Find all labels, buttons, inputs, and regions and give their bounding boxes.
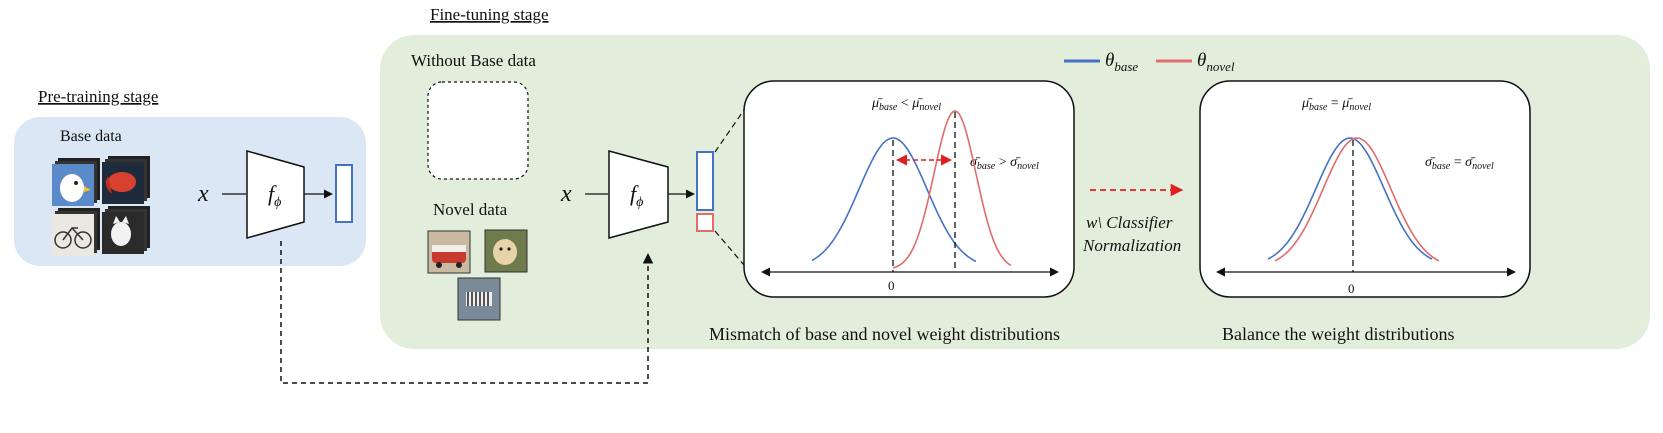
normalization-label-line1: w\ Classifier <box>1086 213 1173 232</box>
mismatch-std-relation: σ̄base > σ̄novel <box>970 155 1039 172</box>
balanced-caption: Balance the weight distributions <box>1222 324 1454 344</box>
novel-image-zebra <box>457 277 501 321</box>
mismatch-zero-label: 0 <box>888 278 895 293</box>
legend-novel-label: θnovel <box>1197 50 1235 74</box>
zoom-line-top <box>714 109 745 153</box>
legend: θbase θnovel <box>1064 50 1235 74</box>
encoder-label-finetune: fϕ <box>630 181 643 210</box>
without-base-data-label: Without Base data <box>411 51 536 70</box>
encoder-pretrain <box>246 150 305 239</box>
mismatch-base-curve <box>811 137 977 263</box>
balanced-panel <box>1199 80 1531 298</box>
normalization-label-line2: Normalization <box>1082 236 1181 255</box>
weight-transfer-arrow <box>280 241 654 384</box>
balanced-zero-label: 0 <box>1348 281 1355 296</box>
balanced-base-curve <box>1267 137 1433 260</box>
base-image-cat <box>102 206 150 254</box>
balanced-std-relation: σ̄base = σ̄novel <box>1425 155 1494 172</box>
input-x-finetune: x <box>560 181 572 207</box>
base-image-eagle <box>52 158 100 206</box>
mismatch-caption: Mismatch of base and novel weight distri… <box>709 324 1060 344</box>
classifier-base-finetune <box>696 151 714 211</box>
base-data-label: Base data <box>60 128 122 145</box>
base-image-bicycle <box>52 208 100 256</box>
legend-base-label: θbase <box>1105 50 1138 74</box>
empty-base-data-box <box>427 81 529 180</box>
input-x-pretrain: x <box>197 181 209 207</box>
mismatch-panel <box>743 80 1075 298</box>
novel-data-label: Novel data <box>433 200 508 219</box>
zoom-line-bottom <box>714 230 745 266</box>
classifier-base-pretrain <box>335 164 353 223</box>
pretraining-title: Pre-training stage <box>38 87 158 106</box>
encoder-label-pretrain: fϕ <box>268 181 281 210</box>
balanced-novel-curve <box>1274 137 1440 262</box>
classifier-novel-finetune <box>696 213 714 232</box>
base-image-fish <box>102 156 150 204</box>
novel-image-bus <box>427 230 471 274</box>
mismatch-novel-curve <box>892 110 1012 269</box>
finetuning-title: Fine-tuning stage <box>430 5 549 24</box>
novel-image-puppy <box>484 229 528 273</box>
encoder-finetune <box>608 150 669 239</box>
